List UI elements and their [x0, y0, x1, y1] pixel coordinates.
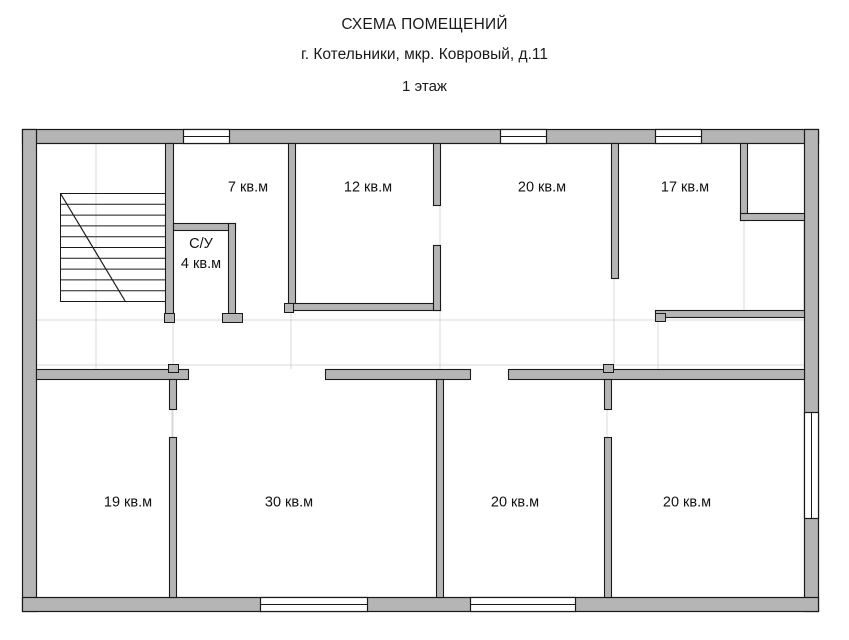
wall-20top-right	[610, 142, 620, 280]
jamb-mid-left-1	[168, 364, 179, 373]
wall-19-30	[168, 436, 178, 599]
room-label-room-20-top: 20 кв.м	[518, 180, 566, 197]
room-label-room-wc: С/У 4 кв.м	[181, 234, 221, 274]
floor-label: 1 этаж	[402, 78, 447, 95]
staircase-group	[59, 193, 166, 302]
room-label-room-12: 12 кв.м	[344, 180, 392, 197]
room-area-room-20-bl: 20 кв.м	[490, 494, 540, 511]
room-area-room-7: 7 кв.м	[227, 179, 269, 196]
jamb-mid-right-1	[603, 364, 614, 373]
wall-alcove-bottom	[739, 212, 806, 222]
jamb-12-left-lower	[284, 303, 294, 313]
windows-group	[182, 128, 820, 613]
wall-12-left	[287, 142, 297, 312]
wall-mid-center	[324, 368, 472, 381]
page-title: СХЕМА ПОМЕЩЕНИЙ	[341, 16, 508, 33]
wall-20-20-stub	[603, 378, 613, 411]
wall-30-20	[435, 378, 445, 599]
door-jambs-group	[164, 303, 666, 373]
window-top-2	[499, 128, 548, 145]
room-area-room-12: 12 кв.м	[343, 179, 393, 196]
wall-mid-right	[507, 368, 806, 381]
wall-right	[803, 128, 820, 613]
title-block: СХЕМА ПОМЕЩЕНИЙ г. Котельники, мкр. Ковр…	[0, 14, 849, 98]
room-name-room-wc: С/У	[189, 236, 213, 252]
jamb-wc-right-lower	[222, 313, 243, 323]
wall-mid-left	[35, 368, 190, 381]
room-area-room-17: 17 кв.м	[660, 179, 710, 196]
room-area-room-19: 19 кв.м	[103, 494, 153, 511]
address-subtitle: г. Котельники, мкр. Ковровый, д.11	[301, 46, 548, 63]
wall-20-20	[603, 436, 613, 599]
staircase-direction-line	[59, 193, 126, 302]
wall-wc-right	[227, 222, 237, 322]
room-label-room-20-bl: 20 кв.м	[491, 495, 539, 512]
room-label-room-19: 19 кв.м	[104, 495, 152, 512]
wall-left	[21, 128, 38, 613]
room-label-room-17: 17 кв.м	[661, 180, 709, 197]
jamb-stair-right-lower	[164, 313, 175, 323]
room-area-room-30: 30 кв.м	[264, 494, 314, 511]
wall-wc-top	[172, 222, 237, 232]
room-label-room-30: 30 кв.м	[265, 495, 313, 512]
window-bottom-2	[469, 596, 577, 613]
room-area-room-wc: 4 кв.м	[180, 256, 222, 272]
room-label-room-20-br: 20 кв.м	[663, 495, 711, 512]
wall-17-bottom	[654, 309, 806, 319]
wall-12-right-a	[432, 142, 442, 207]
wall-12-bottom	[287, 302, 442, 312]
wall-12-right-b	[432, 244, 442, 312]
window-bottom-1	[259, 596, 369, 613]
wall-stair-right	[164, 142, 175, 322]
room-label-room-7: 7 кв.м	[228, 180, 268, 197]
wall-bottom	[21, 596, 820, 613]
window-top-1	[182, 128, 231, 145]
room-area-room-20-br: 20 кв.м	[662, 494, 712, 511]
interior-walls-group	[35, 142, 806, 599]
wall-19-30-stub	[168, 378, 178, 411]
wall-alcove-left	[739, 142, 749, 222]
window-top-3	[654, 128, 703, 145]
jamb-17-bottom-1	[655, 313, 666, 322]
room-area-room-20-top: 20 кв.м	[517, 179, 567, 196]
window-right-1	[803, 411, 820, 520]
